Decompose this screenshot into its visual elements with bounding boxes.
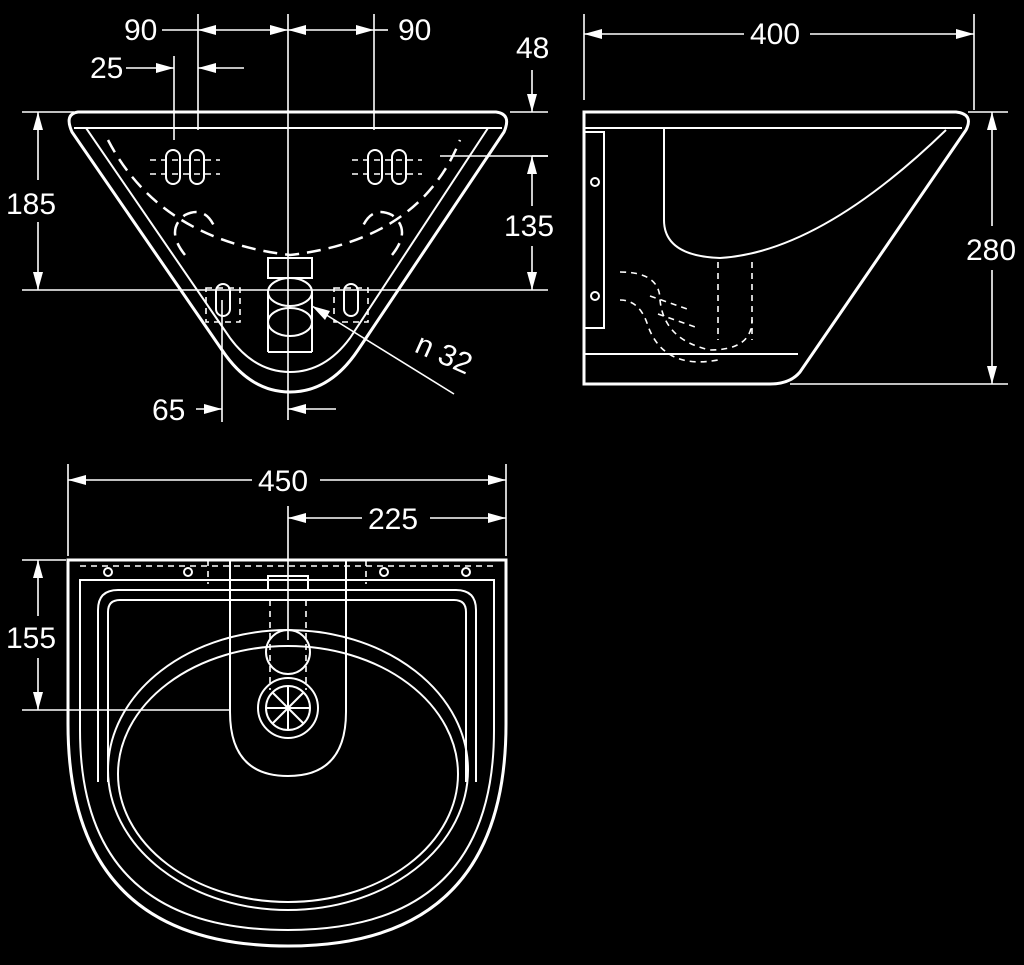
side-inner-bowl: [663, 128, 947, 260]
top-outline: [66, 558, 508, 948]
front-drain: [267, 257, 313, 353]
front-fixing-holes-right: [352, 149, 422, 185]
front-lower-holes: [205, 283, 369, 323]
dim-offset-65: 65: [152, 394, 185, 427]
front-hidden-curve-left: [173, 210, 217, 256]
dim-width-400: 400: [750, 18, 800, 51]
dim-height-185: 185: [6, 188, 56, 221]
dim-depth-155: 155: [6, 622, 56, 655]
top-bowl-inner: [117, 645, 459, 903]
front-view: 90 90 25 48 185 135 6: [6, 14, 554, 427]
side-view: 400 280: [582, 14, 1016, 386]
dim-depth-48: 48: [516, 32, 549, 65]
front-fixing-holes-left: [150, 149, 220, 185]
front-hidden-curve-right: [360, 210, 404, 256]
top-overflow-channel: [229, 560, 347, 778]
side-wall-plate: [583, 131, 605, 329]
top-outline-inner: [79, 579, 495, 932]
side-outline: [582, 110, 970, 386]
dim-offset-25: 25: [90, 52, 123, 85]
dim-left-90: 90: [124, 14, 157, 47]
top-bowl-outer: [107, 629, 469, 911]
top-view: 450 225 155: [6, 464, 508, 948]
dim-half-225: 225: [368, 503, 418, 536]
dim-height-280: 280: [966, 234, 1016, 267]
front-inner-bowl: [84, 127, 490, 374]
dim-height-135: 135: [504, 210, 554, 243]
front-basin-outline: [67, 110, 509, 394]
side-hidden-trap: [619, 262, 753, 363]
dim-width-450: 450: [258, 465, 308, 498]
top-drain: [257, 677, 319, 739]
dim-right-90: 90: [398, 14, 431, 47]
front-hidden-bowl: [106, 139, 462, 257]
